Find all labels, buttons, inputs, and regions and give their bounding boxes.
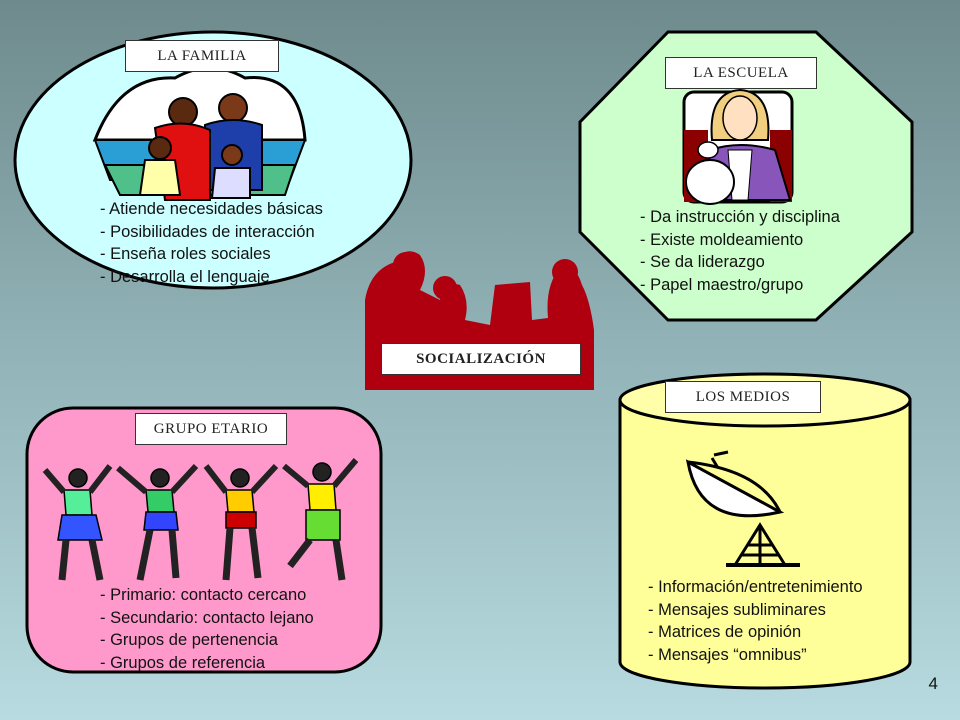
list-item: - Da instrucción y disciplina xyxy=(640,208,840,226)
list-item: - Mensajes subliminares xyxy=(648,600,826,619)
list-item: - Atiende necesidades básicas xyxy=(100,200,323,218)
escuela-title: LA ESCUELA xyxy=(665,57,817,89)
satellite-dish-clipart xyxy=(685,450,800,567)
medios-list: - Información/entretenimiento - Mensajes… xyxy=(648,576,863,666)
list-item: - Grupos de referencia xyxy=(100,653,266,672)
page-number: 4 xyxy=(928,674,938,693)
escuela-list: - Da instrucción y disciplina - Existe m… xyxy=(640,206,840,296)
list-item: - Existe moldeamiento xyxy=(640,230,804,249)
list-item: - Secundario: contacto lejano xyxy=(100,608,314,627)
list-item: - Desarrolla el lenguaje xyxy=(100,267,270,286)
etario-title: GRUPO ETARIO xyxy=(135,413,287,445)
familia-list: - Atiende necesidades básicas - Posibili… xyxy=(100,198,323,288)
list-item: - Primario: contacto cercano xyxy=(100,586,307,604)
list-item: - Se da liderazgo xyxy=(640,253,765,271)
medios-title: LOS MEDIOS xyxy=(665,381,821,413)
etario-list: - Primario: contacto cercano - Secundari… xyxy=(100,584,314,674)
list-item: - Posibilidades de interacción xyxy=(100,222,315,241)
list-item: - Matrices de opinión xyxy=(648,623,802,641)
dancers-clipart xyxy=(42,458,359,581)
familia-title: LA FAMILIA xyxy=(125,40,279,72)
list-item: - Información/entretenimiento xyxy=(648,578,863,596)
teacher-clipart xyxy=(682,88,794,205)
list-item: - Grupos de pertenencia xyxy=(100,631,278,649)
list-item: - Mensajes “omnibus” xyxy=(648,645,807,664)
list-item: - Papel maestro/grupo xyxy=(640,275,804,294)
socializacion-title: SOCIALIZACIÓN xyxy=(381,343,581,375)
list-item: - Enseña roles sociales xyxy=(100,245,271,263)
